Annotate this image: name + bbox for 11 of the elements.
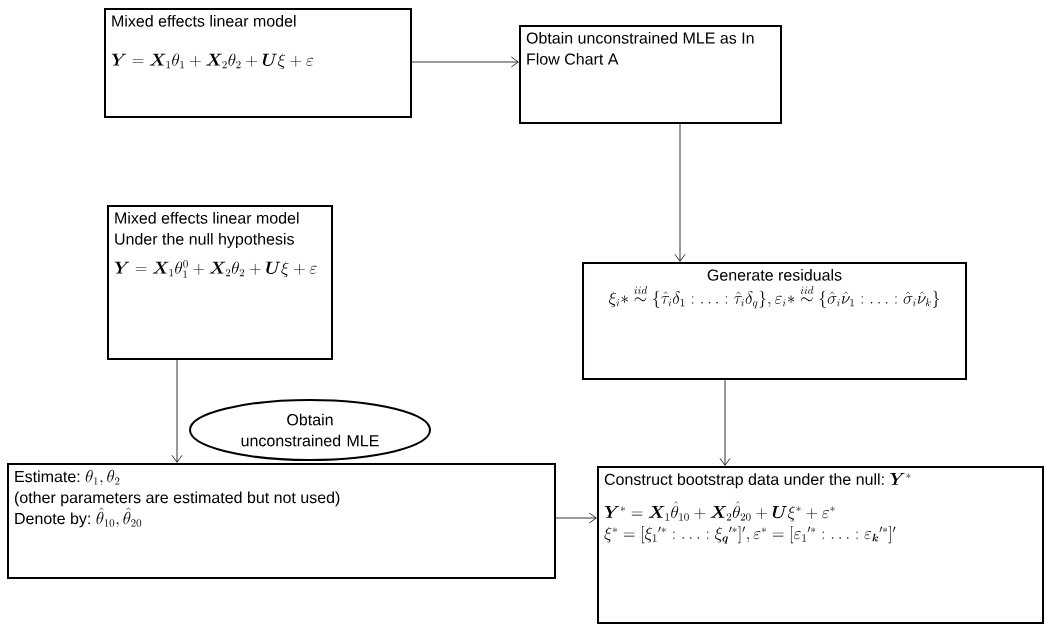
arrow bbox=[719, 379, 731, 466]
arrow bbox=[674, 123, 686, 262]
process-box: Generate residuals $\xi_i{*} \overset{iid}{\sim} \{\hat{\tau}_i\delta_1 : \ldots : \hat{\tau}_i\delta_q\}, \varepsilon_i{*} \overset{iid}{\sim} \{\hat{\sigma}_i\hat{\nu}_1 : \ldots : \hat{\sigma}_i\hat{\nu}_k\}$ bbox=[582, 262, 967, 380]
arrow bbox=[171, 359, 183, 463]
process-box: Construct bootstrap data under the null: $\bm{Y}^*$ $\bm{Y}^* = \bm{X}_1\hat{\theta}_{10} + \bm{X}_2\hat{\theta}_{20} + \bm{U}\xi^* + \varepsilon^*$ $\xi^* = [\xi_1{'^*} : \ldots : \xi_{\bm{q}}{'^*}]', \varepsilon^* = [\varepsilon_1{'^*} : \ldots : \varepsilon_{\bm{k}}{'^*}]'$ bbox=[597, 466, 1044, 624]
process-box: Obtain unconstrained MLE as In Flow Chart A bbox=[519, 25, 782, 124]
arrow bbox=[555, 512, 597, 524]
arrow bbox=[411, 56, 519, 68]
process-box: Mixed effects linear model Under the null hypothesis $\bm{Y} = \bm{X}_1\theta_1^0 + \bm{X}_2\theta_2 + \bm{U}\xi + \varepsilon$ bbox=[107, 205, 333, 360]
process-box: Mixed effects linear model $\bm{Y} = \bm{X}_1\theta_1 + \bm{X}_2\theta_2 + \bm{U}\xi + \varepsilon$ bbox=[104, 8, 412, 118]
process-box: Estimate: $\theta_1, \theta_2$ (other parameters are estimated but not used) Denote by: $\hat{\theta}_{10}, \hat{\theta}_{20}$ bbox=[7, 463, 556, 579]
